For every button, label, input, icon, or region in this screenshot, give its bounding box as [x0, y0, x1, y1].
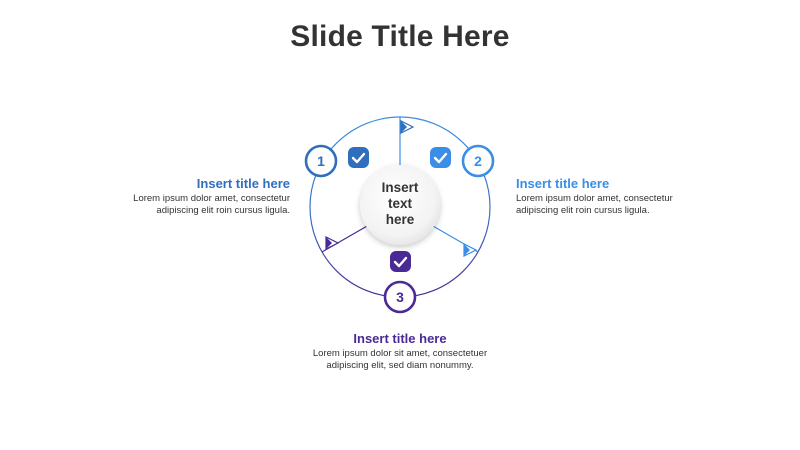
step-3-block: Insert title here Lorem ipsum dolor sit …	[300, 331, 500, 372]
check-icon	[348, 147, 369, 168]
step-1-block: Insert title here Lorem ipsum dolor amet…	[100, 176, 290, 217]
slide-title: Slide Title Here	[290, 20, 510, 53]
step-2-title: Insert title here	[516, 176, 610, 191]
flag-icon	[463, 243, 478, 257]
center-hub	[360, 165, 440, 245]
step-1-body: Lorem ipsum dolor amet, consectetur adip…	[133, 193, 290, 216]
step-3-title: Insert title here	[353, 331, 447, 346]
step-3-body: Lorem ipsum dolor sit amet, consectetuer…	[312, 348, 488, 371]
step-1-badge: 1	[304, 144, 338, 178]
step-2-number: 2	[474, 153, 482, 169]
check-icon	[390, 251, 411, 272]
step-3-badge: 3	[383, 280, 417, 314]
flag-icon	[400, 120, 415, 134]
step-3-number: 3	[396, 289, 404, 305]
step-1-title: Insert title here	[196, 176, 290, 191]
step-2-badge: 2	[461, 144, 495, 178]
check-icon	[430, 147, 451, 168]
flag-icon	[325, 236, 340, 250]
step-2-block: Insert title here Lorem ipsum dolor amet…	[516, 176, 716, 217]
step-1-number: 1	[317, 153, 325, 169]
step-2-body: Lorem ipsum dolor amet, consectetur adip…	[516, 193, 673, 216]
center-text: Insert text here	[381, 180, 419, 227]
